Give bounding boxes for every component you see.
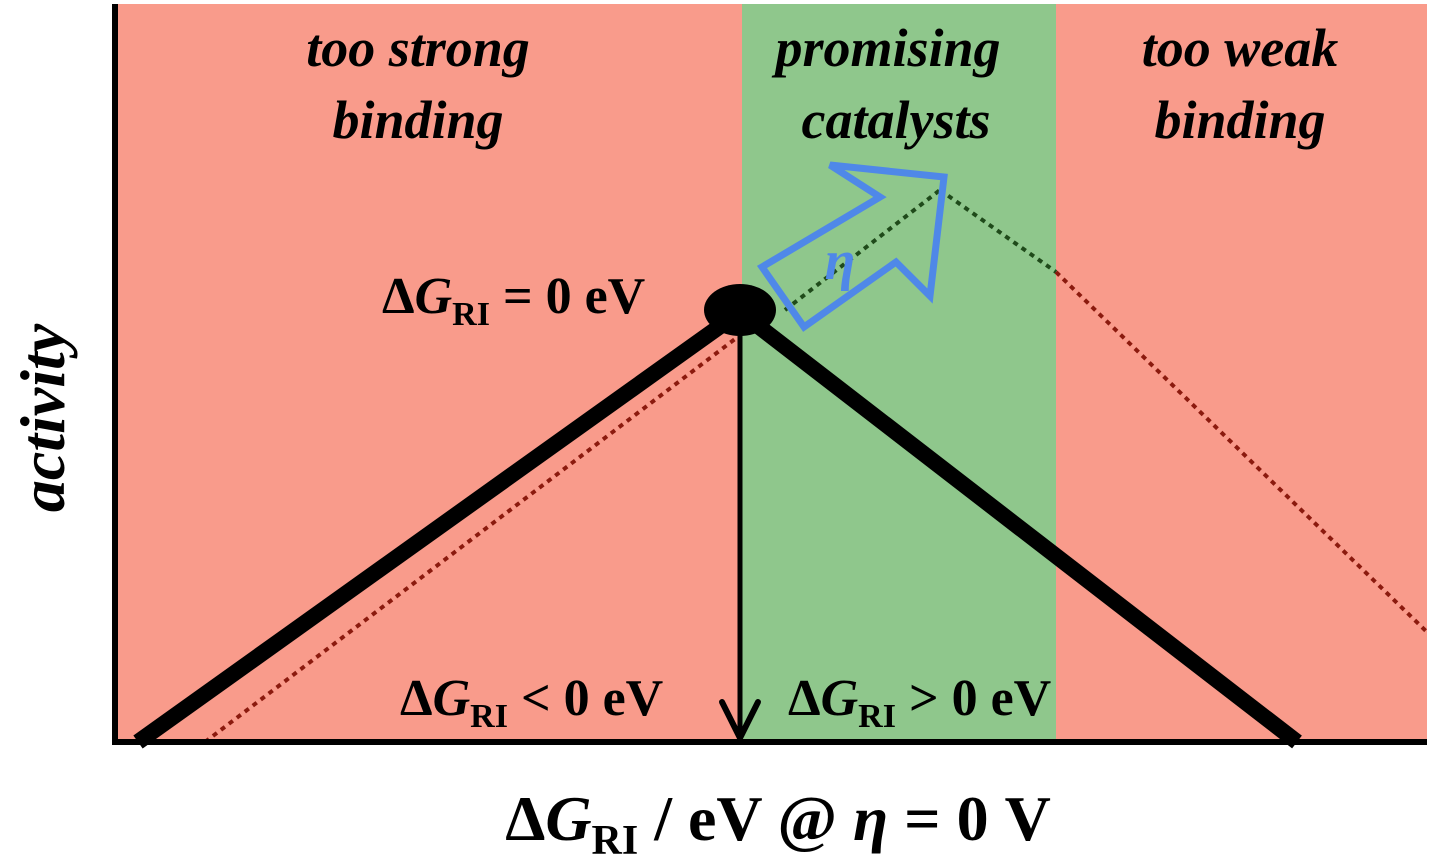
region-left-title-line2: binding	[332, 90, 503, 150]
shifted-volcano-apex-segment	[783, 188, 942, 312]
peak-label: ΔGRI = 0 eV	[382, 268, 645, 333]
shifted-volcano-left-branch	[203, 318, 762, 744]
negative-dg-label: ΔGRI < 0 eV	[400, 670, 663, 735]
region-middle-title-line1: promising	[771, 18, 1000, 78]
region-middle-title-line2: catalysts	[802, 90, 991, 150]
shifted-volcano-right-green	[938, 188, 1058, 274]
region-too-weak-binding	[1056, 4, 1427, 742]
y-axis-label: activity	[7, 323, 78, 512]
region-too-strong-binding	[115, 4, 742, 742]
eta-shift-arrow-label: η	[825, 230, 856, 292]
positive-dg-label: ΔGRI > 0 eV	[788, 670, 1051, 735]
x-axis-label: ΔGRI / eV @ η = 0 V	[505, 783, 1051, 864]
shifted-volcano-right-branch	[1054, 270, 1430, 635]
region-right-title-line2: binding	[1154, 90, 1325, 150]
region-promising-catalysts	[742, 4, 1056, 742]
region-right-title-line1: too weak	[1142, 18, 1339, 78]
volcano-peak-dot	[704, 284, 776, 336]
eta-shift-arrow	[756, 161, 948, 332]
peak-drop-arrowhead	[719, 699, 761, 741]
region-left-title-line1: too strong	[306, 18, 530, 78]
